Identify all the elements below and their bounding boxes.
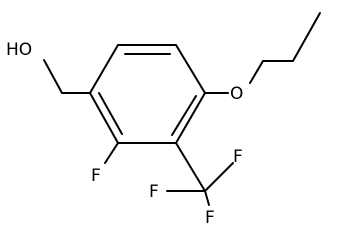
ring-bond-c3-c4 xyxy=(175,92,206,144)
ring-bond-c2-c3 xyxy=(175,44,206,94)
ring-double-bond-left xyxy=(98,92,123,135)
ether-oxygen-label: O xyxy=(230,84,243,104)
fluorine-ring-label: F xyxy=(91,166,101,186)
ring-bond-c5-c6 xyxy=(89,92,119,144)
fluorine-cf3-top-label: F xyxy=(233,147,243,167)
molecule-diagram: HO O F F F F xyxy=(6,12,321,228)
bond-ring-cf3 xyxy=(175,142,206,192)
ring-bond-c6-c1 xyxy=(89,44,119,94)
hydroxyl-label: HO xyxy=(6,40,32,60)
bond-cf3-f-top xyxy=(204,162,234,192)
bond-ring-fluorine xyxy=(104,142,119,164)
bond-ch2-ch3 xyxy=(292,12,321,62)
fluorine-cf3-bottom-label: F xyxy=(205,208,215,228)
bond-ch2-oh xyxy=(43,59,63,94)
bond-cf3-f-bottom xyxy=(204,190,210,206)
fluorine-cf3-left-label: F xyxy=(149,182,159,202)
bond-layer xyxy=(43,12,321,206)
bond-o-ch2 xyxy=(249,60,264,84)
ring-double-bond-right xyxy=(171,95,197,136)
